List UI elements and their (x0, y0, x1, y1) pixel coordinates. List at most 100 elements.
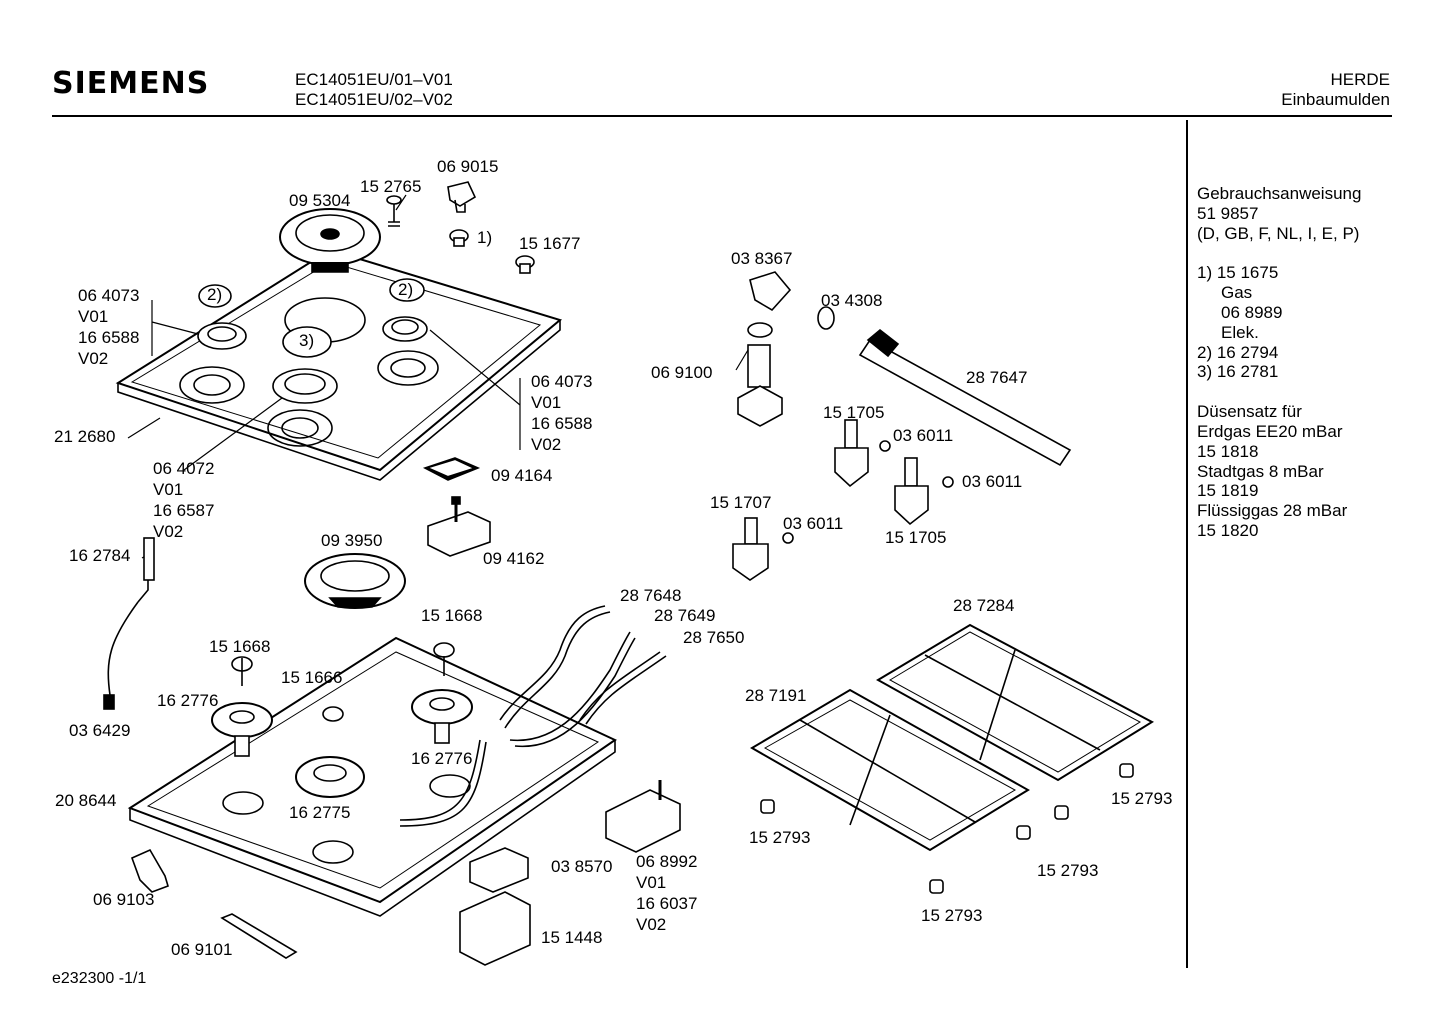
note-1-type: Gas (1221, 283, 1253, 303)
part-label-287191: 28 7191 (745, 686, 807, 705)
terminal-block (469, 847, 529, 893)
part-label-094164: 09 4164 (491, 466, 553, 485)
part-label-036011-c: 03 6011 (783, 514, 844, 533)
gas-pipes (399, 605, 667, 827)
part-label-166037: 16 6037 (636, 894, 698, 913)
sidebar-divider (1186, 120, 1188, 968)
note-2: 2) 16 2794 (1197, 342, 1279, 362)
part-label-036011-b: 03 6011 (962, 472, 1023, 491)
note-callout-3: 3) (299, 331, 315, 350)
part-label-162776-b: 16 2776 (411, 749, 473, 768)
gas-2-code: 15 1819 (1197, 481, 1259, 501)
energy-regulator (427, 496, 491, 557)
trim-strip (220, 913, 298, 959)
part-label-093950: 09 3950 (321, 531, 383, 550)
part-label-034308: 03 4308 (821, 291, 883, 310)
part-label-287650: 28 7650 (683, 628, 745, 647)
part-label-094162: 09 4162 (483, 549, 545, 568)
note-callout-1: 1) (477, 228, 493, 247)
part-label-151705-b: 15 1705 (885, 528, 947, 547)
part-label-287648: 28 7648 (620, 586, 682, 605)
cooktop-top-plate (115, 248, 563, 481)
part-label-064072: 06 4072 (153, 459, 215, 478)
gas-3-name: Flüssiggas 28 mBar (1197, 501, 1348, 521)
part-label-162784: 16 2784 (69, 546, 131, 565)
thermocouple (103, 537, 155, 710)
part-label-287649: 28 7649 (654, 606, 716, 625)
part-label-151707: 15 1707 (710, 493, 772, 512)
part-label-group-064072: 06 4072 V01 16 6587 V02 (153, 458, 214, 542)
part-label-038570: 03 8570 (551, 857, 613, 876)
part-label-068992: 06 8992 (636, 852, 698, 871)
wok-burner (279, 208, 381, 273)
part-label-151668-a: 15 1668 (421, 606, 483, 625)
part-label-151448: 15 1448 (541, 928, 603, 947)
part-label-group-064073-a: 06 4073 V01 16 6588 V02 (78, 285, 139, 369)
part-label-151705-a: 15 1705 (823, 403, 885, 422)
control-box (605, 780, 681, 853)
part-label-166588-b: 16 6588 (531, 414, 593, 433)
part-label-208644: 20 8644 (55, 791, 117, 810)
parts-notes-sidebar: Gebrauchsanweisung 51 9857 (D, GB, F, NL… (1197, 184, 1361, 541)
part-label-069101: 06 9101 (171, 940, 233, 959)
part-label-152793-c: 15 2793 (1037, 861, 1099, 880)
brand-logo: SIEMENS (52, 66, 210, 101)
part-label-064073-b: 06 4073 (531, 372, 593, 391)
burner-heads-lower (211, 642, 473, 798)
model-number-1: EC14051EU/01–V01 (295, 70, 453, 89)
part-label-095304: 09 5304 (289, 191, 351, 210)
rubber-feet (760, 763, 1134, 894)
part-label-036011-a: 03 6011 (893, 426, 954, 445)
small-knob-1 (449, 229, 469, 247)
part-label-152793-b: 15 2793 (1111, 789, 1173, 808)
part-label-group-064073-b: 06 4073 V01 16 6588 V02 (531, 371, 592, 455)
part-label-166587: 16 6587 (153, 501, 215, 520)
small-knob-2 (515, 255, 535, 274)
mounting-bracket (459, 891, 531, 966)
part-label-152793-a: 15 2793 (749, 828, 811, 847)
nozzle-set-title: Düsensatz für (1197, 402, 1302, 422)
part-label-069100: 06 9100 (651, 363, 713, 382)
part-label-152765: 15 2765 (360, 177, 422, 196)
category: HERDE Einbaumulden (1281, 70, 1390, 110)
hob-base-plate (127, 636, 618, 917)
part-label-162775: 16 2775 (289, 803, 351, 822)
part-label-152793-d: 15 2793 (921, 906, 983, 925)
gas-2-name: Stadtgas 8 mBar (1197, 461, 1324, 481)
category-main: HERDE (1330, 70, 1390, 89)
switch-unit (422, 457, 481, 481)
part-label-036429: 03 6429 (69, 721, 131, 740)
variant-v01-c: V01 (153, 480, 184, 499)
part-label-151677: 15 1677 (519, 234, 581, 253)
manual-languages: (D, GB, F, NL, I, E, P) (1197, 223, 1360, 243)
variant-v01-d: V01 (636, 873, 667, 892)
category-sub: Einbaumulden (1281, 90, 1390, 109)
clip-bracket (130, 848, 169, 893)
variant-v02-a: V02 (78, 349, 109, 368)
model-number-2: EC14051EU/02–V02 (295, 90, 453, 109)
variant-v02-d: V02 (636, 915, 667, 934)
gas-1-name: Erdgas EE20 mBar (1197, 421, 1343, 441)
manual-number: 51 9857 (1197, 203, 1259, 223)
part-label-151666: 15 1666 (281, 668, 343, 687)
burner-caps-upper (197, 278, 428, 404)
pan-support-right (875, 623, 1155, 782)
pan-support-left (750, 688, 1030, 852)
note-1-code: 1) 15 1675 (1197, 263, 1279, 283)
part-label-212680: 21 2680 (54, 427, 116, 446)
ignition-pin (386, 195, 402, 227)
gas-3-code: 15 1820 (1197, 520, 1259, 540)
gas-valves (732, 419, 954, 581)
burner-bowl (304, 553, 406, 609)
part-label-162776-a: 16 2776 (157, 691, 219, 710)
part-label-166588-a: 16 6588 (78, 328, 140, 347)
note-3: 3) 16 2781 (1197, 362, 1279, 382)
drawing-code: e232300 -1/1 (52, 970, 147, 987)
note-callout-2-b: 2) (398, 280, 414, 299)
part-label-038367: 03 8367 (731, 249, 793, 268)
variant-v02-c: V02 (153, 522, 184, 541)
gas-rail (858, 328, 1072, 467)
part-label-151668-b: 15 1668 (209, 637, 271, 656)
part-label-069103: 06 9103 (93, 890, 155, 909)
part-label-069015: 06 9015 (437, 157, 499, 176)
